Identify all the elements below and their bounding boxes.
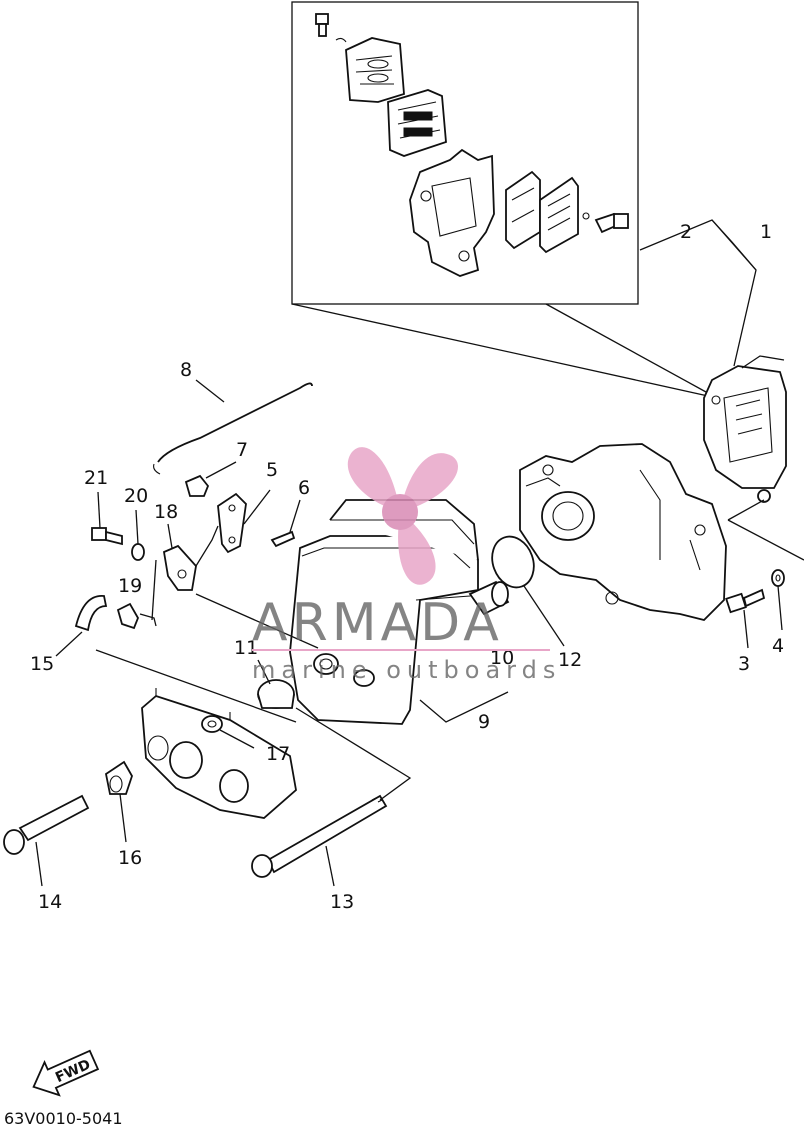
part-label-21: 21	[84, 467, 108, 489]
part-label-18: 18	[154, 501, 178, 523]
grommet-17	[201, 715, 223, 733]
part-label-16: 16	[118, 847, 142, 869]
part-label-11: 11	[234, 637, 258, 659]
inset-reed-petals	[505, 170, 541, 250]
reed-valve-assembly	[703, 355, 787, 503]
hose-15	[74, 595, 108, 632]
clip-7	[184, 474, 210, 497]
propeller-logo	[347, 447, 458, 585]
carburetor-body	[519, 443, 727, 621]
part-label-17: 17	[266, 743, 290, 765]
bracket-18	[162, 544, 197, 591]
washer-4	[771, 569, 785, 587]
inset-screw-right	[582, 212, 629, 234]
lever-5	[217, 492, 247, 554]
part-label-14: 14	[38, 891, 62, 913]
part-label-19: 19	[118, 575, 142, 597]
bolt-13	[251, 794, 388, 878]
part-label-8: 8	[180, 359, 192, 381]
plug-16	[104, 760, 133, 795]
cap-11	[257, 679, 295, 709]
part-label-6: 6	[298, 477, 310, 499]
part-label-7: 7	[236, 439, 248, 461]
inset-reed-block	[387, 89, 447, 157]
part-label-9: 9	[478, 711, 490, 733]
part-label-20: 20	[124, 485, 148, 507]
watermark-subtitle: marine outboards	[252, 656, 561, 684]
part-label-2: 2	[680, 221, 692, 243]
lower-cover	[141, 688, 297, 819]
fwd-arrow: FWD	[32, 1049, 100, 1097]
watermark: ARMADA marine outboards	[252, 447, 561, 684]
clip-19	[116, 602, 139, 630]
diagram-code: 63V0010-5041	[4, 1109, 123, 1128]
bolt-3	[725, 588, 766, 614]
part-label-10: 10	[490, 647, 514, 669]
part-label-4: 4	[772, 635, 784, 657]
bolt-21	[91, 527, 123, 546]
inset-valve-plate	[539, 176, 579, 254]
reed-valve-inset	[291, 1, 709, 397]
watermark-title: ARMADA	[252, 593, 503, 653]
part-label-15: 15	[30, 653, 54, 675]
bolt-14	[3, 794, 90, 855]
washer-20	[131, 543, 145, 561]
inset-stopper-plate	[345, 37, 405, 103]
part-label-3: 3	[738, 653, 750, 675]
part-label-13: 13	[330, 891, 354, 913]
part-label-5: 5	[266, 459, 278, 481]
part-label-1: 1	[760, 221, 772, 243]
inset-screw-top	[315, 13, 347, 43]
inset-gasket	[409, 148, 495, 277]
pin-6	[270, 530, 296, 548]
part-labels: 1 2 3 4 5 6 7 8 9 10 11 12 13 14 15 16 1…	[30, 221, 784, 913]
o-ring-12	[491, 535, 535, 589]
part-label-12: 12	[558, 649, 582, 671]
link-rod-8	[153, 382, 313, 475]
